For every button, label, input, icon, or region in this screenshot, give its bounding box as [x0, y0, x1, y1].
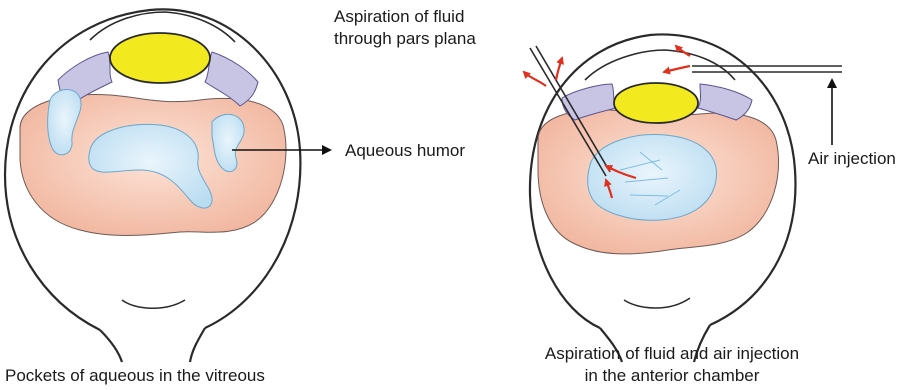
- left-label-aqueous-humor: Aqueous humor: [345, 141, 465, 160]
- right-label-aspiration-line1: Aspiration of fluid: [334, 7, 464, 26]
- right-label-aspiration-line2: through pars plana: [334, 29, 476, 48]
- right-label-air-injection: Air injection: [808, 149, 896, 168]
- flow-arrow-4: [664, 66, 690, 72]
- flow-arrow-2: [556, 58, 562, 80]
- right-optic-disc-curve: [624, 298, 690, 308]
- right-caption-line1: Aspiration of fluid and air injection: [545, 344, 799, 363]
- left-ciliary-body-right: [205, 52, 258, 106]
- right-lens: [614, 83, 698, 123]
- right-cornea: [585, 50, 735, 80]
- left-caption: Pockets of aqueous in the vitreous: [5, 366, 265, 385]
- left-optic-disc-curve: [122, 300, 185, 308]
- left-optic-nerve-stalk: [100, 328, 205, 362]
- right-caption-line2: in the anterior chamber: [585, 366, 760, 385]
- right-eye: [524, 34, 842, 362]
- right-air-injection-needle: [692, 66, 842, 72]
- right-fluid-pocket: [588, 135, 717, 221]
- left-lens: [110, 33, 210, 83]
- left-eye: [5, 9, 330, 362]
- flow-arrow-1: [524, 72, 546, 86]
